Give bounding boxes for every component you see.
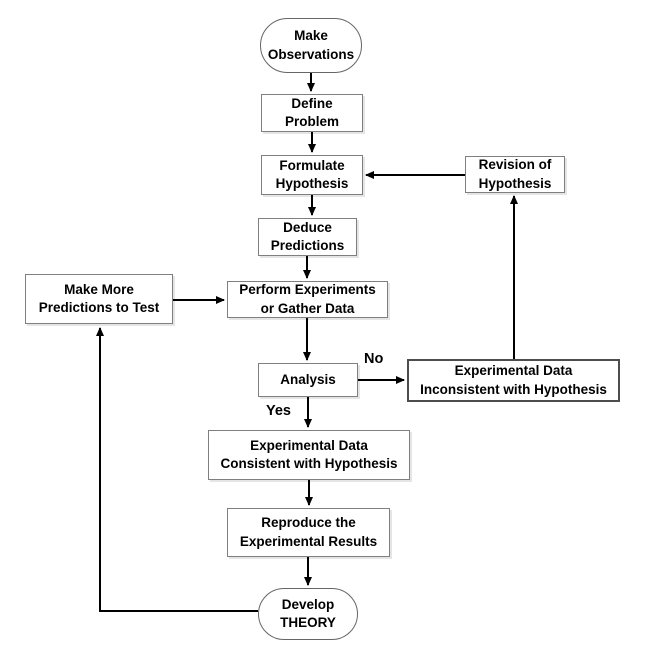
node-make-more-predictions: Make More Predictions to Test bbox=[25, 274, 173, 324]
node-reproduce-results: Reproduce the Experimental Results bbox=[227, 508, 390, 557]
node-revision-of-hypothesis: Revision of Hypothesis bbox=[465, 156, 565, 193]
node-perform-experiments: Perform Experiments or Gather Data bbox=[227, 281, 388, 318]
node-data-consistent: Experimental Data Consistent with Hypoth… bbox=[208, 430, 410, 480]
node-data-inconsistent: Experimental Data Inconsistent with Hypo… bbox=[407, 359, 620, 402]
node-define-problem: Define Problem bbox=[261, 94, 363, 132]
node-develop-theory: Develop THEORY bbox=[258, 588, 358, 640]
arrow-theory-to-makemore bbox=[96, 327, 258, 612]
node-analysis: Analysis bbox=[258, 363, 358, 397]
edge-label-no: No bbox=[364, 351, 384, 367]
node-make-observations: Make Observations bbox=[260, 18, 362, 73]
edge-label-yes: Yes bbox=[266, 403, 291, 419]
node-formulate-hypothesis: Formulate Hypothesis bbox=[261, 155, 363, 195]
node-deduce-predictions: Deduce Predictions bbox=[258, 218, 357, 256]
